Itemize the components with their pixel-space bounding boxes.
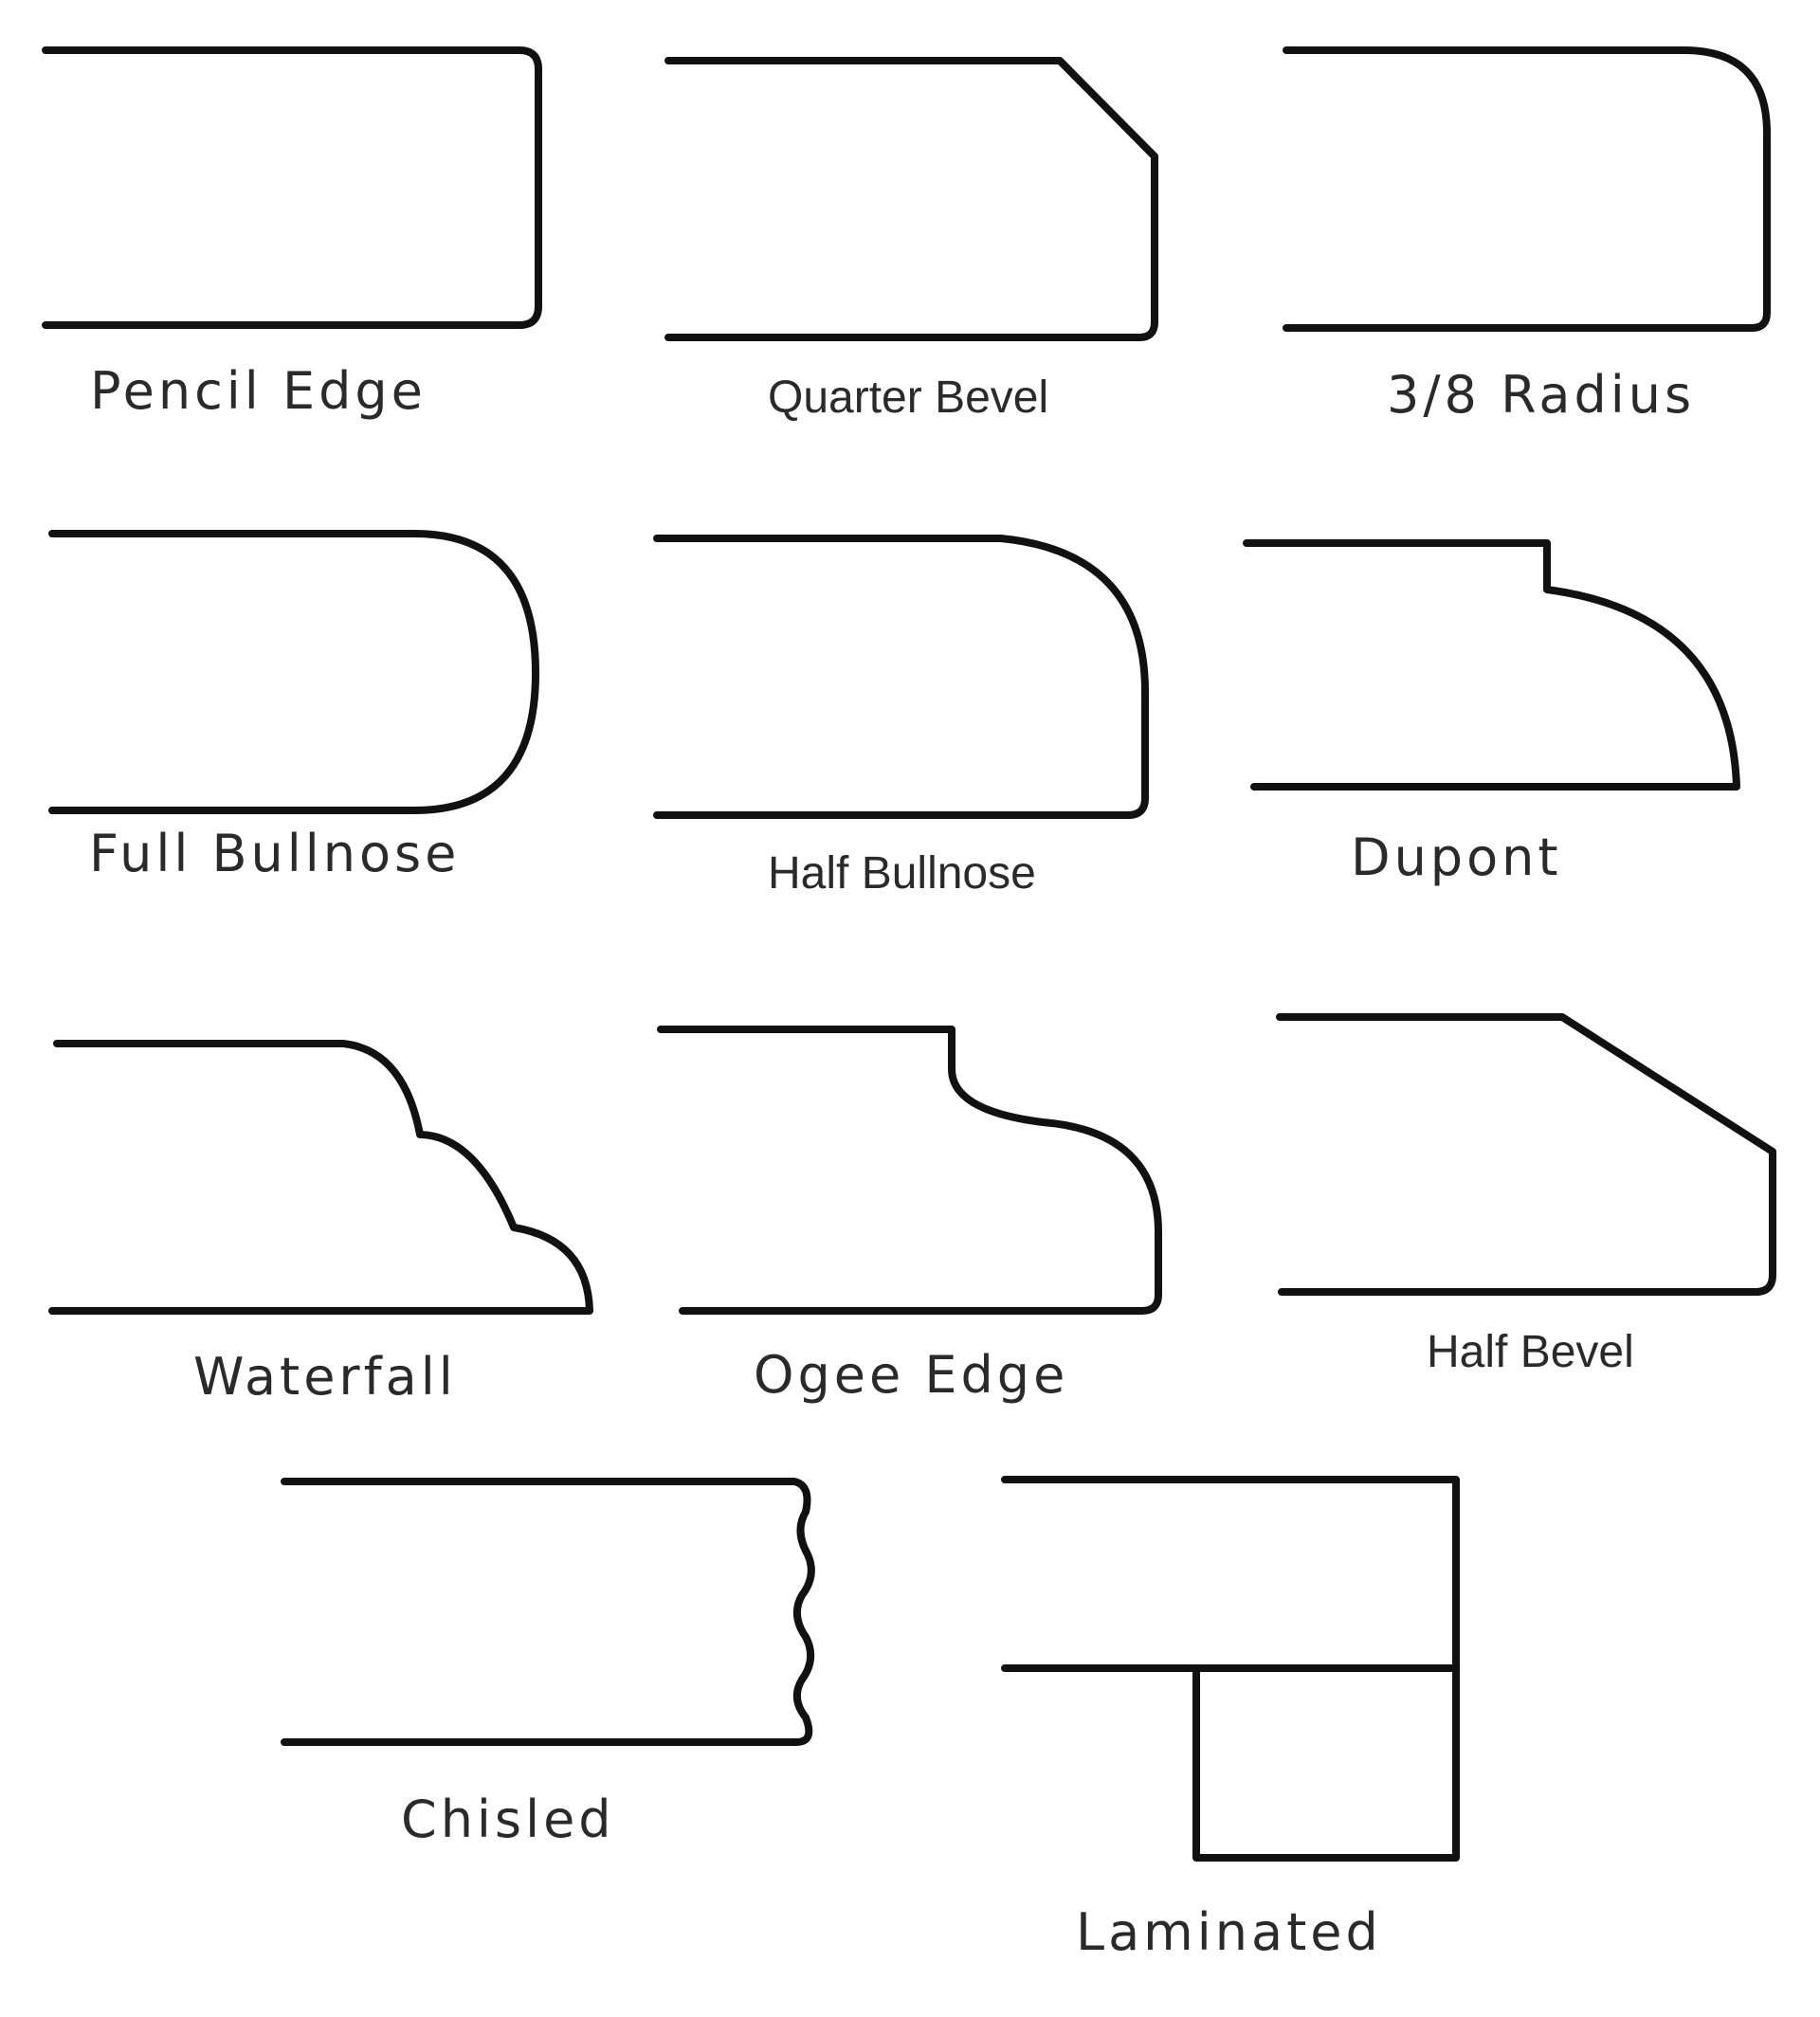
chisled-label: Chisled bbox=[401, 1790, 615, 1849]
full-bullnose-label: Full Bullnose bbox=[89, 824, 461, 883]
dupont-label: Dupont bbox=[1351, 827, 1562, 887]
laminated-outer-shape bbox=[1001, 1476, 1460, 1862]
ogee-edge-label: Ogee Edge bbox=[754, 1345, 1069, 1405]
waterfall-shape bbox=[48, 1040, 593, 1315]
half-bullnose-label: Half Bullnose bbox=[768, 848, 1036, 899]
half-bevel-label: Half Bevel bbox=[1427, 1327, 1634, 1377]
laminated-label: Laminated bbox=[1076, 1902, 1382, 1962]
pencil-edge-shape bbox=[42, 46, 542, 329]
chisled-shape bbox=[281, 1478, 815, 1746]
half-bevel-shape bbox=[1276, 1013, 1776, 1296]
full-bullnose-shape bbox=[48, 530, 539, 814]
three-eighths-radius-shape bbox=[1283, 46, 1771, 332]
quarter-bevel-label: Quarter Bevel bbox=[768, 373, 1049, 423]
half-bullnose-shape bbox=[653, 535, 1149, 819]
ogee-edge-shape bbox=[657, 1026, 1162, 1315]
dupont-shape bbox=[1243, 539, 1740, 790]
waterfall-label: Waterfall bbox=[193, 1347, 457, 1407]
three-eighths-radius-label: 3/8 Radius bbox=[1387, 365, 1696, 425]
quarter-bevel-shape bbox=[664, 57, 1158, 341]
pencil-edge-label: Pencil Edge bbox=[90, 361, 427, 421]
